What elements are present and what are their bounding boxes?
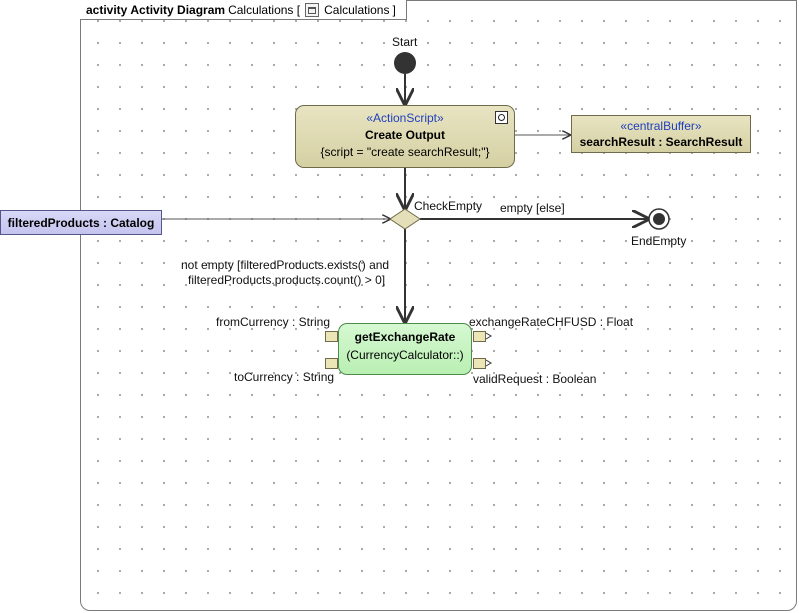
output-pin-arrow-bottom (485, 359, 492, 367)
end-label: EndEmpty (631, 234, 687, 248)
decision-label: CheckEmpty (414, 199, 483, 213)
pin-from-currency[interactable] (325, 331, 338, 342)
pin-exchange-rate[interactable] (473, 331, 486, 342)
get-exchange-rate-action[interactable]: getExchangeRate (CurrencyCalculator::) (338, 323, 472, 375)
pin-to-currency[interactable] (325, 358, 338, 369)
frame-owner-name: Calculations (324, 2, 390, 17)
get-exchange-rate-owner: (CurrencyCalculator::) (346, 348, 464, 362)
create-output-script: {script = "create searchResult;"} (320, 145, 490, 159)
start-node[interactable] (394, 52, 416, 74)
frame-owner-prefix: Calculations [ (228, 2, 301, 17)
from-currency-label: fromCurrency : String (216, 315, 331, 329)
diagram-frame-header: activity Activity Diagram Calculations [… (80, 0, 407, 20)
activity-icon (305, 2, 320, 17)
search-result-name: searchResult : SearchResult (579, 135, 743, 149)
pin-valid-request[interactable] (473, 358, 486, 369)
start-label: Start (392, 35, 418, 49)
output-pin-arrow-top (485, 332, 492, 340)
create-output-action[interactable]: «ActionScript» Create Output {script = "… (295, 105, 515, 168)
script-icon (495, 111, 508, 124)
valid-request-label: validRequest : Boolean (473, 372, 597, 386)
to-currency-label: toCurrency : String (234, 370, 335, 384)
frame-kind: activity (86, 2, 128, 17)
filtered-products-name: filteredProducts : Catalog (7, 215, 155, 230)
create-output-stereotype: «ActionScript» (366, 111, 444, 125)
filtered-products-node[interactable]: filteredProducts : Catalog (0, 210, 162, 235)
create-output-name: Create Output (364, 128, 445, 142)
search-result-stereotype: «centralBuffer» (620, 119, 702, 133)
not-empty-guard-line2: filteredProducts.products.count() > 0] (188, 273, 386, 287)
exchange-rate-label: exchangeRateCHFUSD : Float (469, 315, 634, 329)
search-result-buffer[interactable]: «centralBuffer» searchResult : SearchRes… (571, 115, 751, 153)
end-node-inner (653, 213, 665, 225)
frame-owner-suffix: ] (392, 2, 396, 17)
get-exchange-rate-name: getExchangeRate (354, 330, 456, 344)
not-empty-guard-line1: not empty [filteredProducts.exists() and (181, 258, 390, 272)
diagram-frame (80, 0, 797, 611)
decision-node[interactable] (389, 208, 421, 230)
else-guard-label: empty [else] (500, 201, 565, 215)
frame-diagram-type: Activity Diagram (130, 2, 226, 17)
